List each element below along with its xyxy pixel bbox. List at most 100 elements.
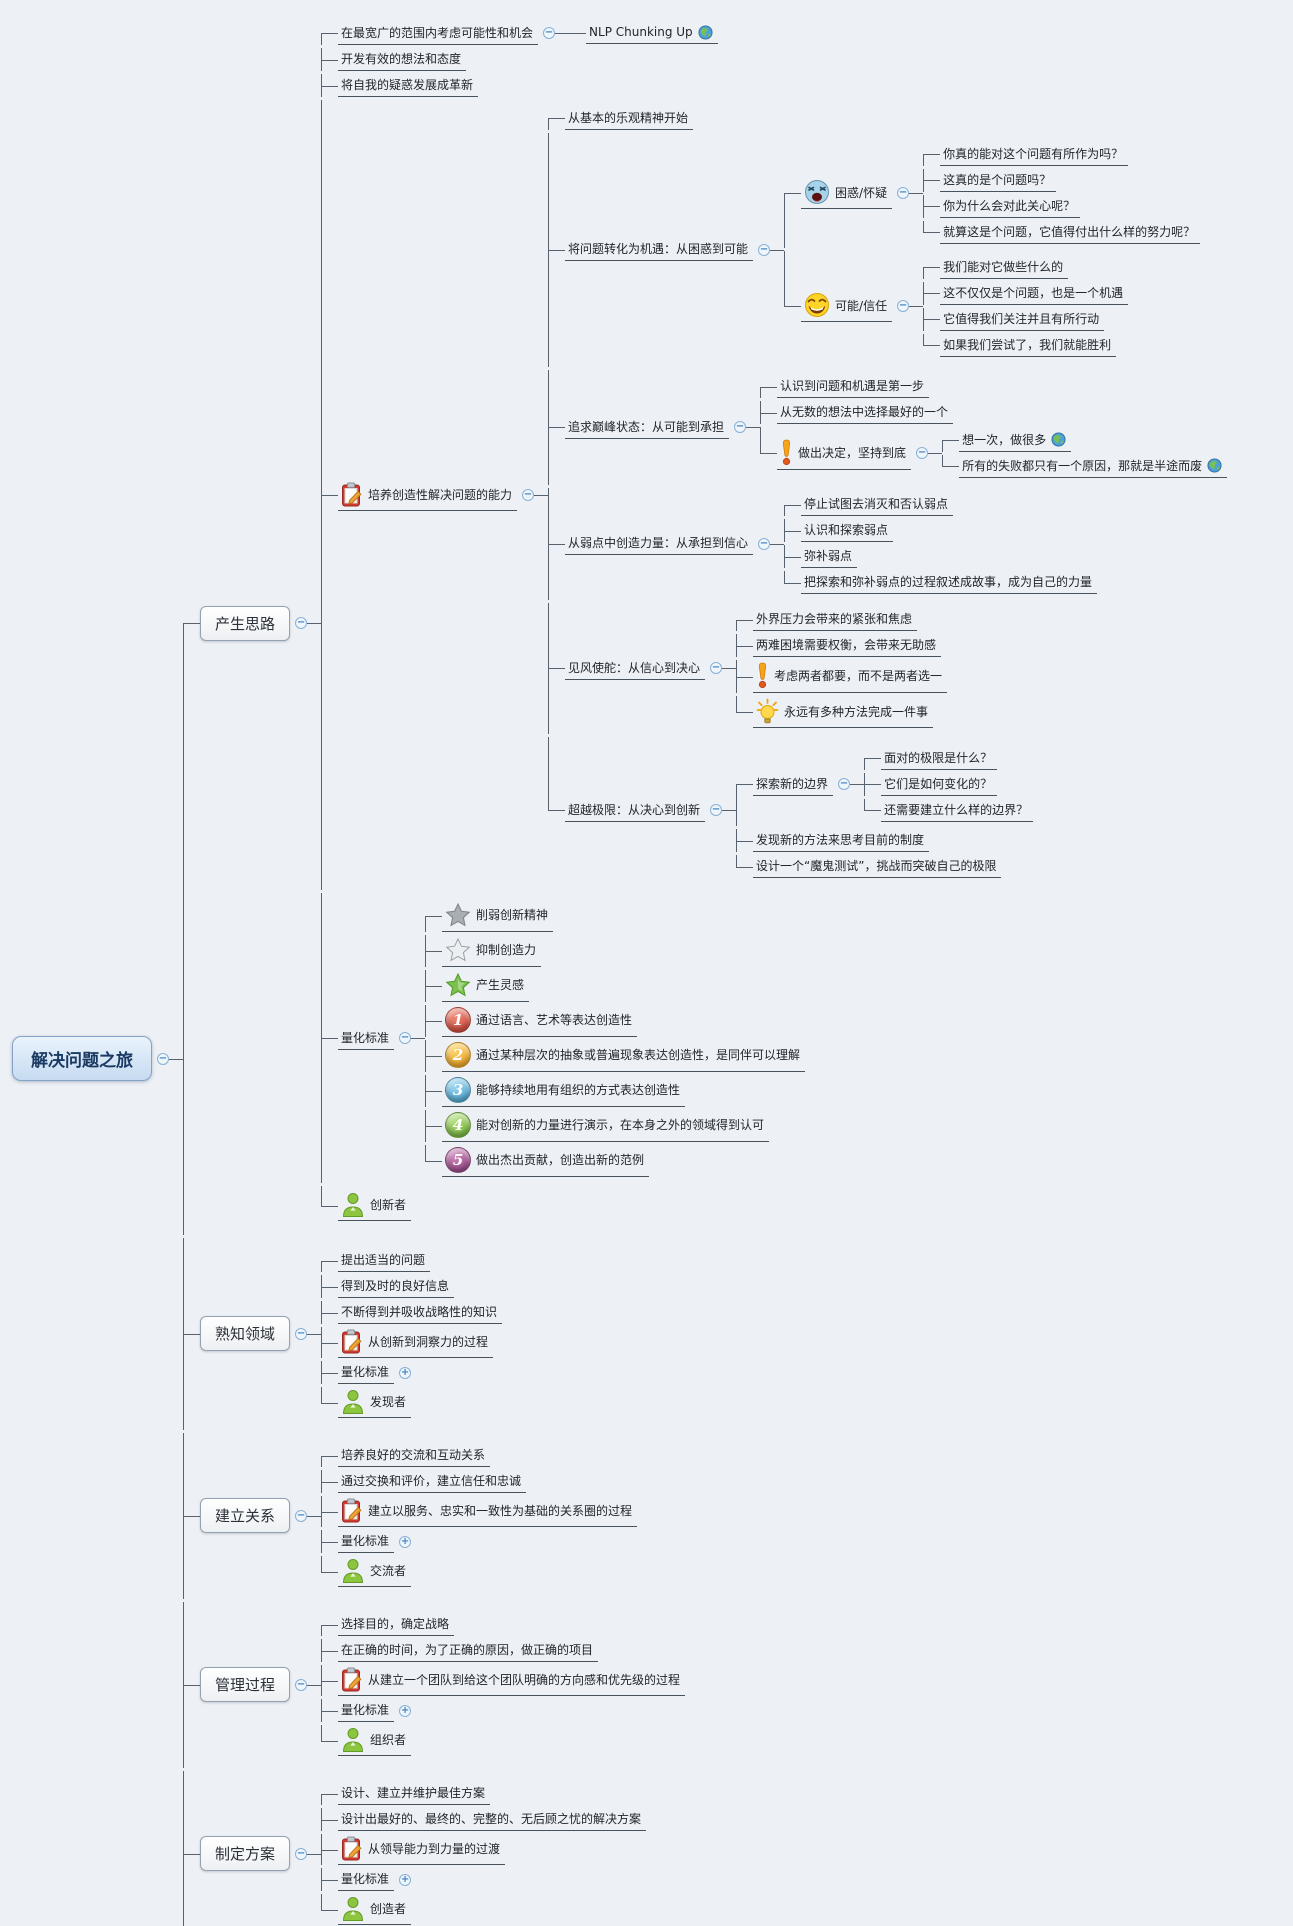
topic[interactable]: 它们是如何变化的？ <box>881 773 998 796</box>
topic[interactable]: 从创新到洞察力的过程 <box>338 1327 494 1358</box>
topic[interactable]: 面对的极限是什么？ <box>881 747 998 770</box>
expand-toggle-icon[interactable]: + <box>399 1873 412 1886</box>
topic[interactable]: 考虑两者都要，而不是两者选一 <box>753 660 948 693</box>
expand-toggle-icon[interactable]: + <box>399 1704 412 1717</box>
topic[interactable]: 还需要建立什么样的边界？ <box>881 799 1034 822</box>
main-topic[interactable]: 建立关系 <box>200 1498 291 1533</box>
topic[interactable]: 把探索和弥补弱点的过程叙述成故事，成为自己的力量 <box>801 571 1098 594</box>
topic[interactable]: 发现者 <box>338 1387 412 1418</box>
topic[interactable]: 发现新的方法来思考目前的制度 <box>753 829 930 852</box>
collapse-toggle-icon[interactable]: − <box>758 537 771 550</box>
topic[interactable]: 设计出最好的、最终的、完整的、无后顾之忧的解决方案 <box>338 1808 647 1831</box>
topic[interactable]: 量化标准 <box>338 1361 395 1384</box>
collapse-toggle-icon[interactable]: − <box>399 1032 412 1044</box>
topic[interactable]: 量化标准 <box>338 1868 395 1891</box>
topic[interactable]: 我们能对它做些什么的 <box>940 256 1069 279</box>
topic[interactable]: 从弱点中创造力量：从承担到信心 <box>565 532 754 555</box>
topic[interactable]: 培养良好的交流和互动关系 <box>338 1444 491 1467</box>
topic[interactable]: 可能/信任 <box>801 290 893 322</box>
topic[interactable]: 创新者 <box>338 1190 412 1221</box>
topic[interactable]: 设计、建立并维护最佳方案 <box>338 1782 491 1805</box>
topic[interactable]: 这不仅仅是个问题，也是一个机遇 <box>940 282 1129 305</box>
collapse-toggle-icon[interactable]: − <box>295 1327 308 1340</box>
collapse-toggle-icon[interactable]: − <box>157 1052 169 1065</box>
collapse-toggle-icon[interactable]: − <box>295 617 308 629</box>
topic[interactable]: 外界压力会带来的紧张和焦虑 <box>753 608 918 631</box>
topic[interactable]: 建立以服务、忠实和一致性为基础的关系圈的过程 <box>338 1496 638 1527</box>
topic[interactable]: 从基本的乐观精神开始 <box>565 107 694 130</box>
topic[interactable]: 培养创造性解决问题的能力 <box>338 480 518 511</box>
topic[interactable]: 选择目的，确定战略 <box>338 1613 455 1636</box>
collapse-toggle-icon[interactable]: − <box>734 421 747 433</box>
main-topic[interactable]: 产生思路 <box>200 605 291 641</box>
topic[interactable]: 设计一个“魔鬼测试”，挑战而突破自己的极限 <box>753 855 1002 878</box>
root-topic[interactable]: 解决问题之旅 <box>12 1036 152 1081</box>
topic[interactable]: 通过交换和评价，建立信任和忠诚 <box>338 1470 527 1493</box>
topic[interactable]: 停止试图去消灭和否认弱点 <box>801 493 954 516</box>
topic[interactable]: 削弱创新精神 <box>442 900 554 932</box>
expand-toggle-icon[interactable]: + <box>399 1535 412 1548</box>
collapse-toggle-icon[interactable]: − <box>897 300 910 312</box>
main-topic[interactable]: 管理过程 <box>200 1667 291 1702</box>
topic[interactable]: 认识到问题和机遇是第一步 <box>777 375 930 398</box>
topic[interactable]: 量化标准 <box>338 1027 395 1050</box>
topic[interactable]: 在正确的时间，为了正确的原因，做正确的项目 <box>338 1639 599 1662</box>
topic[interactable]: 如果我们尝试了，我们就能胜利 <box>940 334 1117 357</box>
topic[interactable]: 创造者 <box>338 1894 412 1925</box>
topic[interactable]: 永远有多种方法完成一件事 <box>753 696 934 728</box>
topic[interactable]: 见风使舵：从信心到决心 <box>565 657 706 680</box>
topic[interactable]: 这真的是个问题吗？ <box>940 169 1057 192</box>
main-topic[interactable]: 熟知领域 <box>200 1316 291 1351</box>
collapse-toggle-icon[interactable]: − <box>295 1678 308 1691</box>
topic[interactable]: 追求巅峰状态：从可能到承担 <box>565 416 730 439</box>
topic[interactable]: 超越极限：从决心到创新 <box>565 799 706 822</box>
topic[interactable]: 提出适当的问题 <box>338 1249 431 1272</box>
topic[interactable]: NLP Chunking Up <box>586 23 718 44</box>
topic[interactable]: 就算这是个问题，它值得付出什么样的努力呢？ <box>940 221 1201 244</box>
topic[interactable]: 在最宽广的范围内考虑可能性和机会 <box>338 22 539 45</box>
collapse-toggle-icon[interactable]: − <box>543 27 556 39</box>
topic[interactable]: 所有的失败都只有一个原因，那就是半途而废 <box>959 455 1228 478</box>
topic[interactable]: 做出决定，坚持到底 <box>777 437 912 470</box>
topic[interactable]: 从领导能力到力量的过渡 <box>338 1834 506 1865</box>
topic[interactable]: 想一次，做很多 <box>959 429 1072 452</box>
topic[interactable]: 探索新的边界 <box>753 773 834 796</box>
topic[interactable]: 将自我的疑惑发展成革新 <box>338 74 479 97</box>
collapse-toggle-icon[interactable]: − <box>916 447 929 459</box>
topic[interactable]: 组织者 <box>338 1725 412 1756</box>
topic[interactable]: 困惑/怀疑 <box>801 177 893 209</box>
topic[interactable]: 两难困境需要权衡，会带来无助感 <box>753 634 942 657</box>
collapse-toggle-icon[interactable]: − <box>897 187 910 199</box>
bulb-icon <box>756 698 779 724</box>
collapse-toggle-icon[interactable]: − <box>522 489 535 501</box>
collapse-toggle-icon[interactable]: − <box>838 778 851 790</box>
topic[interactable]: 交流者 <box>338 1556 412 1587</box>
topic[interactable]: 得到及时的良好信息 <box>338 1275 455 1298</box>
topic[interactable]: 开发有效的想法和态度 <box>338 48 467 71</box>
topic[interactable]: 你为什么会对此关心呢？ <box>940 195 1081 218</box>
topic[interactable]: 量化标准 <box>338 1530 395 1553</box>
topic[interactable]: 将问题转化为机遇：从困惑到可能 <box>565 238 754 261</box>
topic[interactable]: 你真的能对这个问题有所作为吗？ <box>940 143 1129 166</box>
collapse-toggle-icon[interactable]: − <box>710 804 723 816</box>
collapse-toggle-icon[interactable]: − <box>710 662 723 674</box>
topic[interactable]: 量化标准 <box>338 1699 395 1722</box>
topic[interactable]: 从建立一个团队到给这个团队明确的方向感和优先级的过程 <box>338 1665 686 1696</box>
topic[interactable]: 弥补弱点 <box>801 545 858 568</box>
topic[interactable]: 不断得到并吸收战略性的知识 <box>338 1301 503 1324</box>
collapse-toggle-icon[interactable]: − <box>295 1509 308 1522</box>
topic[interactable]: 认识和探索弱点 <box>801 519 894 542</box>
collapse-toggle-icon[interactable]: − <box>758 243 771 256</box>
main-topic[interactable]: 制定方案 <box>200 1836 291 1871</box>
collapse-toggle-icon[interactable]: − <box>295 1847 308 1860</box>
topic[interactable]: 产生灵感 <box>442 970 530 1002</box>
topic[interactable]: 它值得我们关注并且有所行动 <box>940 308 1105 331</box>
expand-toggle-icon[interactable]: + <box>399 1366 412 1379</box>
topic[interactable]: 从无数的想法中选择最好的一个 <box>777 401 954 424</box>
topic[interactable]: 抑制创造力 <box>442 935 542 967</box>
